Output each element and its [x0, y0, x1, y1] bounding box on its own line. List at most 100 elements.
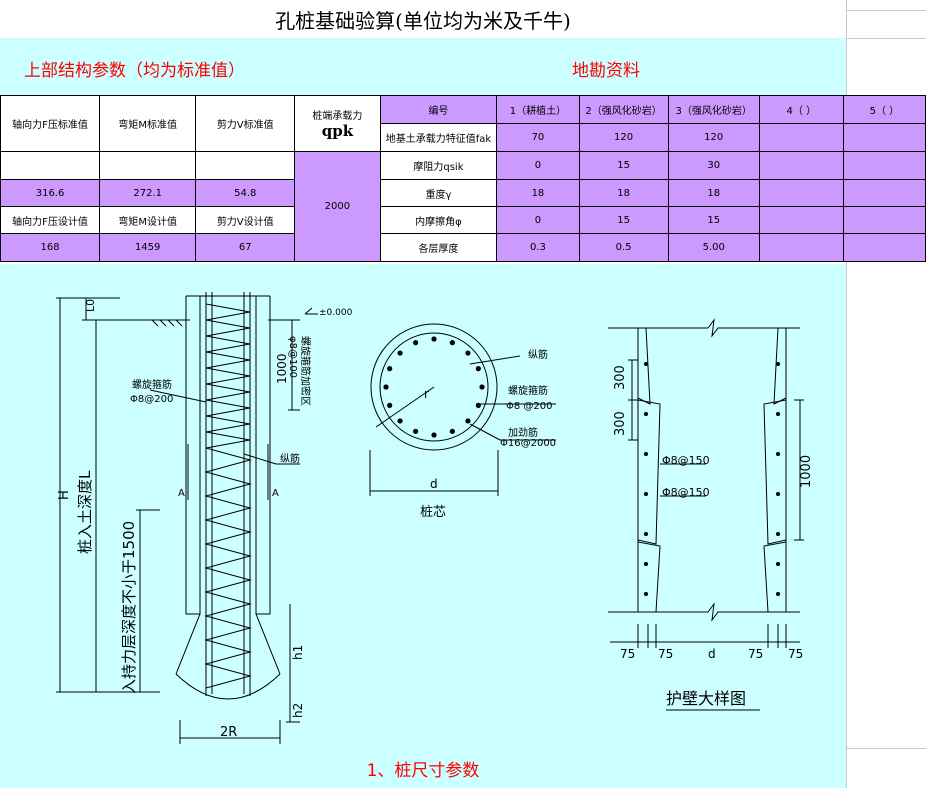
geo-cell[interactable]	[842, 123, 926, 152]
geo-cell[interactable]	[758, 123, 844, 152]
geo-cell[interactable]	[758, 233, 844, 262]
geo-cell[interactable]	[758, 179, 844, 207]
load-std-spacer	[195, 151, 296, 180]
geo-cell[interactable]: 5.00	[667, 233, 760, 262]
geo-row-label: 地基土承载力特征值fak	[379, 123, 498, 152]
geo-cell[interactable]: 18	[578, 179, 669, 207]
geo-cell[interactable]: 120	[667, 123, 760, 152]
label-spiral: 螺旋箍筋	[132, 378, 172, 391]
rebar-dot	[465, 350, 471, 356]
geo-cell[interactable]	[842, 179, 926, 207]
geo-cell[interactable]: 0.5	[578, 233, 669, 262]
wall-labels: 300 300 1000 Φ8@150 Φ8@150 75 75 d 75 75…	[613, 365, 814, 708]
load-std-value-f[interactable]: 316.6	[0, 179, 101, 207]
label-zone: 螺旋箍筋加密区	[299, 336, 312, 406]
label-core-stiff-spacing: Φ16@2000	[500, 438, 556, 449]
load-design-value-f[interactable]: 168	[0, 233, 101, 262]
geo-cell[interactable]: 30	[667, 151, 760, 180]
label-wall-bar2: Φ8@150	[662, 486, 710, 499]
label-wall-caption: 护壁大样图	[666, 689, 746, 708]
geo-col-header: 3（强风化砂岩）	[667, 95, 760, 124]
geo-cell[interactable]	[842, 233, 926, 262]
geo-cell[interactable]	[758, 206, 844, 234]
geo-cell[interactable]: 120	[578, 123, 669, 152]
pile-core-section	[369, 323, 556, 496]
geo-cell[interactable]: 15	[578, 206, 669, 234]
load-std-spacer	[99, 151, 197, 180]
pile-elevation	[56, 292, 318, 744]
load-design-value-m[interactable]: 1459	[99, 233, 197, 262]
label-core-stiff: 加劲筋	[508, 426, 538, 439]
rebar-dot	[644, 362, 648, 366]
label-depth: 桩入土深度L	[76, 470, 94, 554]
geo-cell[interactable]: 15	[667, 206, 760, 234]
label-core-r: r	[424, 387, 429, 401]
load-std-spacer	[0, 151, 101, 180]
rebar-dot	[397, 418, 403, 424]
label-core-d: d	[430, 477, 438, 491]
parameter-table: 轴向力F压标准值 弯矩M标准值 剪力V标准值 桩端承载力 qpk 编号 1（耕植…	[0, 95, 926, 262]
section-band	[0, 38, 846, 95]
label-wall-75d: 75	[788, 647, 803, 661]
rebar-dot	[431, 432, 437, 438]
sheet-gridline	[846, 38, 926, 39]
rebar-dot	[776, 412, 780, 416]
label-section-a-left: A	[178, 488, 185, 499]
drawing-area: L0 ±0.000 1000 螺旋箍筋加密区 φ8@100 螺旋箍筋 Φ8@20…	[0, 264, 846, 788]
rebar-dot	[479, 384, 485, 390]
geo-cell[interactable]	[842, 151, 926, 180]
load-design-label-m: 弯矩M设计值	[99, 206, 197, 234]
geo-col-header: 编号	[379, 95, 498, 124]
sheet-gridline	[846, 0, 847, 788]
geo-cell[interactable]: 15	[578, 151, 669, 180]
pile-core-labels: 纵筋 螺旋箍筋 Φ8 @200 加劲筋 Φ16@2000 r d 桩芯	[420, 348, 556, 520]
pile-end-value[interactable]: 2000	[294, 151, 381, 262]
geo-col-header: 1（耕植土）	[496, 95, 580, 124]
label-wall-bar1: Φ8@150	[662, 454, 710, 467]
rebar-dot	[776, 362, 780, 366]
geo-cell[interactable]: 18	[667, 179, 760, 207]
rebar-dot	[387, 366, 393, 372]
geo-cell[interactable]: 70	[496, 123, 580, 152]
rebar-dot	[776, 452, 780, 456]
geo-cell[interactable]	[842, 206, 926, 234]
geo-row-label: 各层厚度	[379, 233, 498, 262]
label-bearing: 入持力层深度不小于1500	[120, 521, 138, 694]
footer-caption: 1、桩尺寸参数	[366, 761, 480, 781]
label-wall-d: d	[708, 647, 716, 661]
rebar-dot	[397, 350, 403, 356]
label-core-caption: 桩芯	[420, 505, 446, 520]
label-core-spiral-spacing: Φ8 @200	[506, 401, 553, 412]
geo-row-label: 摩阻力qsik	[379, 151, 498, 180]
rebar-dot	[387, 402, 393, 408]
load-design-value-v[interactable]: 67	[195, 233, 296, 262]
load-std-label-m: 弯矩M标准值	[99, 95, 197, 152]
label-l0: L0	[84, 299, 97, 312]
geo-row-label: 重度γ	[379, 179, 498, 207]
label-h1: h1	[291, 645, 305, 660]
label-len1000: 1000	[275, 353, 289, 384]
geo-cell[interactable]: 0.3	[496, 233, 580, 262]
rebar-dot	[431, 336, 437, 342]
rebar-dot	[644, 532, 648, 536]
geo-cell[interactable]: 0	[496, 206, 580, 234]
load-std-value-v[interactable]: 54.8	[195, 179, 296, 207]
sheet-gridline	[846, 10, 926, 11]
label-wall-75b: 75	[658, 647, 673, 661]
rebar-dot	[776, 562, 780, 566]
pile-drawing: L0 ±0.000 1000 螺旋箍筋加密区 φ8@100 螺旋箍筋 Φ8@20…	[56, 292, 814, 744]
pile-end-header: 桩端承载力 qpk	[294, 95, 381, 152]
label-wall-75c: 75	[748, 647, 763, 661]
label-core-longbar: 纵筋	[528, 348, 548, 361]
section-title-geology: 地勘资料	[572, 61, 640, 81]
geo-cell[interactable]: 18	[496, 179, 580, 207]
label-wall-300b: 300	[613, 411, 628, 436]
load-std-value-m[interactable]: 272.1	[99, 179, 197, 207]
geo-row-label: 内摩擦角φ	[379, 206, 498, 234]
geo-cell[interactable]: 0	[496, 151, 580, 180]
sheet-gridline	[846, 748, 926, 749]
geo-cell[interactable]	[758, 151, 844, 180]
rebar-dot	[644, 592, 648, 596]
geo-col-header: 4（ ）	[758, 95, 844, 124]
geo-col-header: 2（强风化砂岩）	[578, 95, 669, 124]
